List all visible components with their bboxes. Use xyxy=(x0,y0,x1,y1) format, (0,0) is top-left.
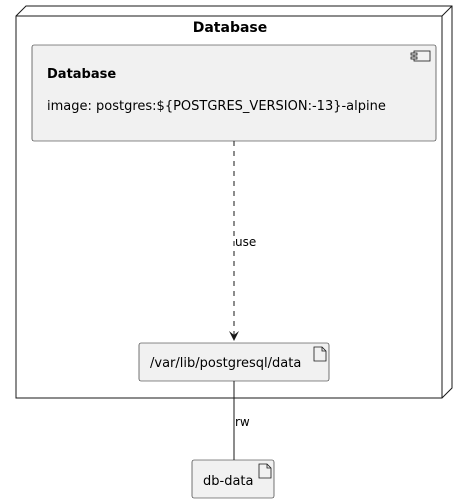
database-component: Database image: postgres:${POSTGRES_VERS… xyxy=(31,44,437,142)
data-dir-label: /var/lib/postgresql/data xyxy=(150,356,301,371)
use-edge: use xyxy=(229,141,256,341)
rw-label: rw xyxy=(235,415,250,429)
component-title: Database xyxy=(47,67,116,82)
component-icon xyxy=(410,50,431,62)
node-title: Database xyxy=(193,20,268,36)
db-data-label: db-data xyxy=(203,474,253,489)
db-data-artifact: db-data xyxy=(191,459,275,499)
artifact-icon xyxy=(313,346,327,362)
component-image-line: image: postgres:${POSTGRES_VERSION:-13}-… xyxy=(47,99,386,114)
rw-edge: rw xyxy=(233,381,250,460)
data-dir-artifact: /var/lib/postgresql/data xyxy=(138,342,330,382)
artifact-icon xyxy=(258,463,272,479)
use-label: use xyxy=(235,235,256,249)
